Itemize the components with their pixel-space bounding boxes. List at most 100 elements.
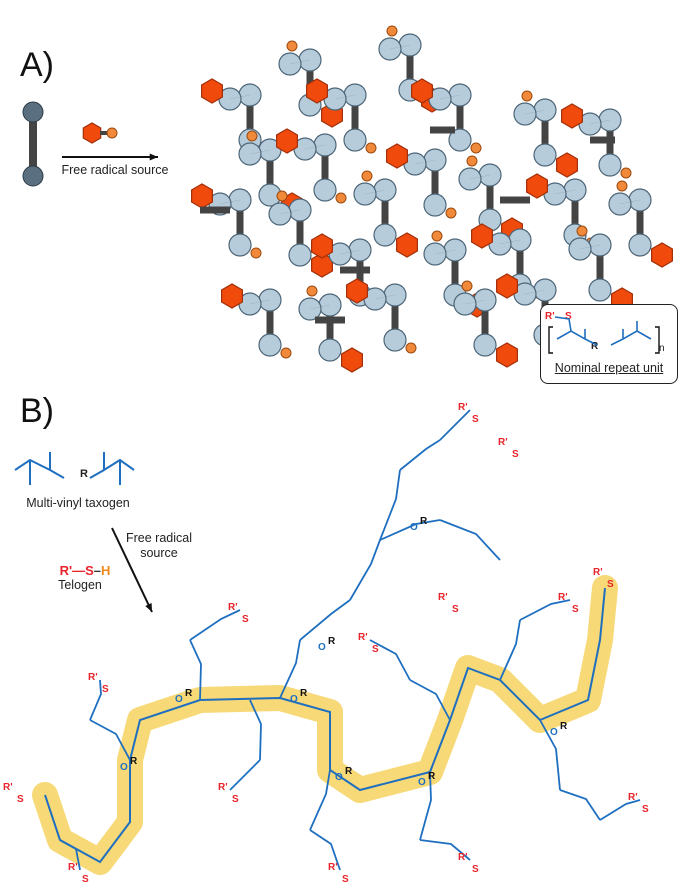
initiator-hexagon-icon (386, 143, 408, 169)
sulfur-label: S (17, 794, 24, 805)
polymer-branch (419, 839, 471, 861)
polymer-branch (519, 599, 571, 621)
panel-a-arrow-label: Free radical source (61, 163, 169, 177)
polymer-branch (379, 519, 441, 541)
vinyl-bond-bar (289, 59, 311, 65)
sulfur-label: S (472, 414, 479, 425)
initiator-hexagon-icon (555, 152, 579, 178)
radical-ball-icon (280, 347, 292, 359)
r-prime-label: R' (558, 592, 568, 603)
polymer-branch (279, 639, 301, 699)
polymer-branch (249, 699, 262, 761)
polymer-branch (439, 519, 501, 561)
telogen-s: S (85, 563, 94, 578)
initiator-hexagon-icon (341, 347, 363, 373)
sulfur-label: S (572, 604, 579, 615)
r-prime-label: R' (218, 782, 228, 793)
repeat-unit-label: Nominal repeat unit (554, 361, 664, 375)
initiator-hexagon-icon (650, 242, 674, 268)
monomer-sphere-icon (258, 333, 282, 357)
initiator-hexagon-icon (311, 233, 333, 259)
sulfur-label: S (642, 804, 649, 815)
oxygen-label: O (335, 772, 343, 783)
polymer-branch (439, 409, 471, 441)
vinyl-bond-bar (524, 289, 546, 295)
r-prime-label: R' (88, 672, 98, 683)
initiator-hexagon-icon (201, 78, 223, 104)
monomer-sphere-icon (448, 128, 472, 152)
panel-b-arrow (111, 527, 153, 613)
sulfur-label: S (82, 874, 89, 885)
vinyl-bond-bar (339, 249, 361, 255)
radical-ball-icon (306, 285, 318, 297)
oxygen-label: O (175, 694, 183, 705)
oxygen-label: O (290, 694, 298, 705)
radical-ball-icon (466, 155, 478, 167)
sulfur-label: S (472, 864, 479, 875)
divinyl-monomer-icon (22, 101, 44, 123)
polymer-branch (59, 839, 81, 871)
telogen-formula: R'—S–H (59, 563, 111, 578)
vinyl-bond-bar (464, 299, 486, 305)
taxogen-structure (14, 452, 135, 485)
vinyl-bond-bar (364, 189, 386, 195)
r-prime-label: R' (3, 782, 13, 793)
vinyl-bond-bar (304, 144, 326, 150)
initiator-hexagon-icon (560, 103, 584, 129)
r-prime-label: R' (228, 602, 238, 613)
nominal-repeat-unit-box: R' S R n Nominal repeat unit (540, 304, 678, 384)
initiator-hexagon-icon (411, 78, 433, 104)
radical-ball-icon (276, 190, 288, 202)
taxogen-r: R (80, 468, 88, 480)
monomer-sphere-icon (278, 52, 302, 76)
sulfur-label: S (102, 684, 109, 695)
repeat-unit-r-prime: R' (545, 311, 555, 322)
polymer-branch (559, 789, 601, 821)
r-prime-label: R' (593, 567, 603, 578)
vinyl-bond-bar (469, 174, 491, 180)
monomer-sphere-icon (588, 278, 612, 302)
polymer-branch (299, 599, 351, 641)
oxygen-label: O (120, 762, 128, 773)
r-prime-label: R' (498, 437, 508, 448)
sulfur-label: S (232, 794, 239, 805)
monomer-sphere-icon (288, 243, 312, 267)
polymer-branch (309, 829, 341, 871)
panel-a-arrow-head (149, 153, 158, 161)
vinyl-bond-bar (589, 119, 611, 125)
sulfur-label: S (372, 644, 379, 655)
initiator-hexagon-icon (525, 173, 549, 199)
initiator-hexagon-icon (396, 232, 418, 258)
vinyl-bond-bar (414, 159, 436, 165)
radical-ball-icon (106, 127, 118, 139)
monomer-sphere-icon (628, 233, 652, 257)
radical-ball-icon (405, 342, 417, 354)
divinyl-monomer-icon (22, 165, 44, 187)
initiator-hexagon-icon (276, 128, 298, 154)
taxogen-label: Multi-vinyl taxogen (26, 496, 130, 510)
vinyl-bond-bar (434, 249, 456, 255)
radical-ball-icon (470, 142, 482, 154)
repeat-unit-s: S (565, 311, 572, 322)
monomer-sphere-icon (373, 223, 397, 247)
sulfur-label: S (242, 614, 249, 625)
vinyl-bond-bar (439, 94, 461, 100)
vinyl-bond-bar (334, 94, 356, 100)
initiator-hexagon-icon (471, 223, 493, 249)
monomer-sphere-icon (473, 333, 497, 357)
vinyl-bond-bar (554, 189, 576, 195)
telogen-h: H (101, 563, 111, 578)
r-prime-label: R' (628, 792, 638, 803)
initiator-hexagon-icon (221, 283, 243, 309)
oxygen-label: O (410, 522, 418, 533)
monomer-sphere-icon (228, 233, 252, 257)
repeat-unit-subscript: n (659, 343, 665, 354)
initiator-hexagon-icon (346, 278, 368, 304)
monomer-sphere-icon (343, 128, 367, 152)
radical-ball-icon (386, 25, 398, 37)
oxygen-label: O (318, 642, 326, 653)
r-label: R (560, 721, 568, 732)
radical-ball-icon (246, 130, 258, 142)
polymer-branch (369, 639, 411, 681)
radical-ball-icon (361, 170, 373, 182)
